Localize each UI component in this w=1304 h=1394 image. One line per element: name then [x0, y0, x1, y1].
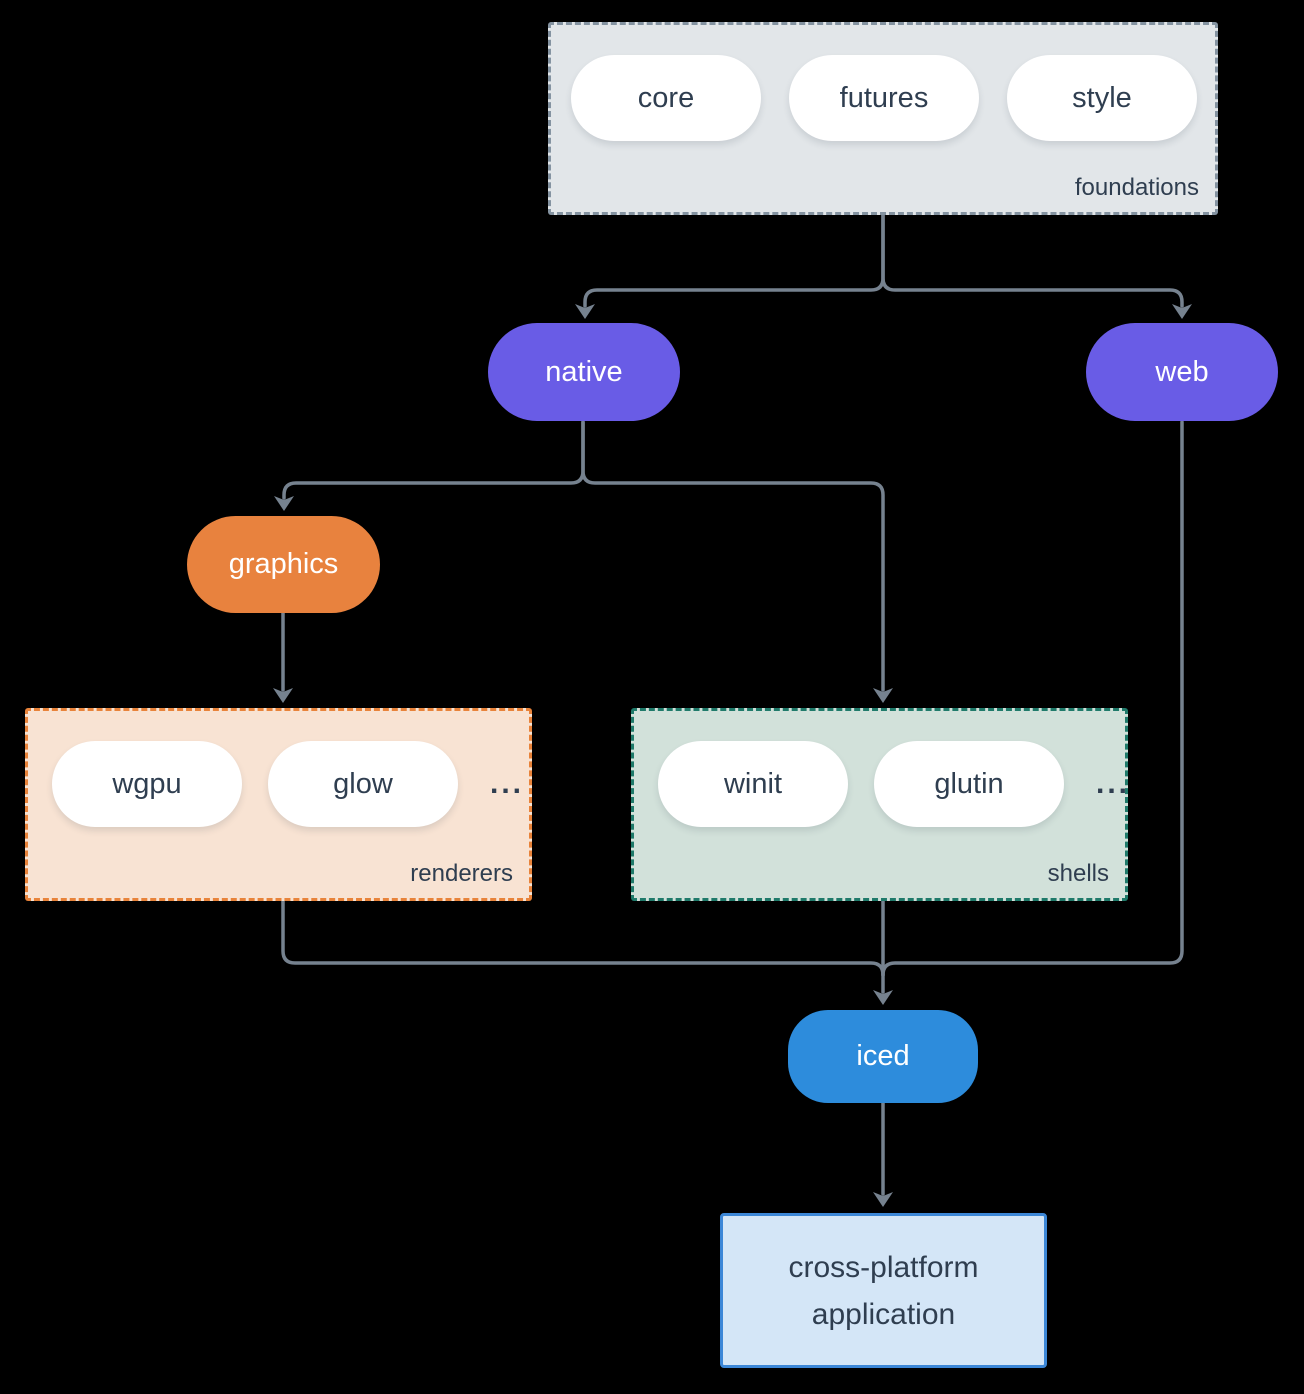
- foundations-group: core futures style foundations: [548, 22, 1218, 215]
- cross-platform-application-box: cross-platform application: [720, 1213, 1047, 1368]
- application-label-line1: cross-platform: [788, 1250, 979, 1284]
- edge-native-graphics: [282, 420, 585, 500]
- shells-ellipsis: ...: [1096, 767, 1131, 800]
- node-native: native: [488, 323, 680, 421]
- edge-foundations-native: [583, 213, 885, 308]
- shells-group: winit glutin ... shells: [631, 708, 1128, 901]
- renderers-group: wgpu glow ... renderers: [25, 708, 532, 901]
- renderers-label: renderers: [410, 860, 513, 887]
- arrowhead: [274, 496, 294, 511]
- foundations-label: foundations: [1074, 174, 1199, 201]
- arrowhead: [873, 688, 893, 703]
- arrowhead: [873, 1192, 893, 1207]
- edge-renderers-iced: [281, 899, 885, 977]
- edge-native-shells: [581, 420, 885, 692]
- node-web: web: [1086, 323, 1278, 421]
- application-label-line2: application: [811, 1297, 956, 1331]
- node-iced: iced: [788, 1010, 978, 1103]
- foundations-pill-row: core futures style: [551, 55, 1215, 141]
- node-style: style: [1007, 55, 1197, 141]
- node-glutin: glutin: [874, 741, 1064, 827]
- node-wgpu: wgpu: [52, 741, 242, 827]
- edge-foundations-web: [881, 213, 1184, 308]
- arrowhead: [273, 688, 293, 703]
- shells-label: shells: [1047, 860, 1109, 887]
- arrowhead: [873, 990, 893, 1005]
- arrowhead: [1172, 304, 1192, 319]
- renderers-pill-row: wgpu glow ...: [28, 741, 529, 827]
- node-core: core: [571, 55, 761, 141]
- node-glow: glow: [268, 741, 458, 827]
- node-winit: winit: [658, 741, 848, 827]
- arrowhead: [575, 304, 595, 319]
- node-graphics: graphics: [187, 516, 380, 613]
- shells-pill-row: winit glutin ...: [634, 741, 1127, 827]
- renderers-ellipsis: ...: [490, 767, 525, 800]
- node-futures: futures: [789, 55, 979, 141]
